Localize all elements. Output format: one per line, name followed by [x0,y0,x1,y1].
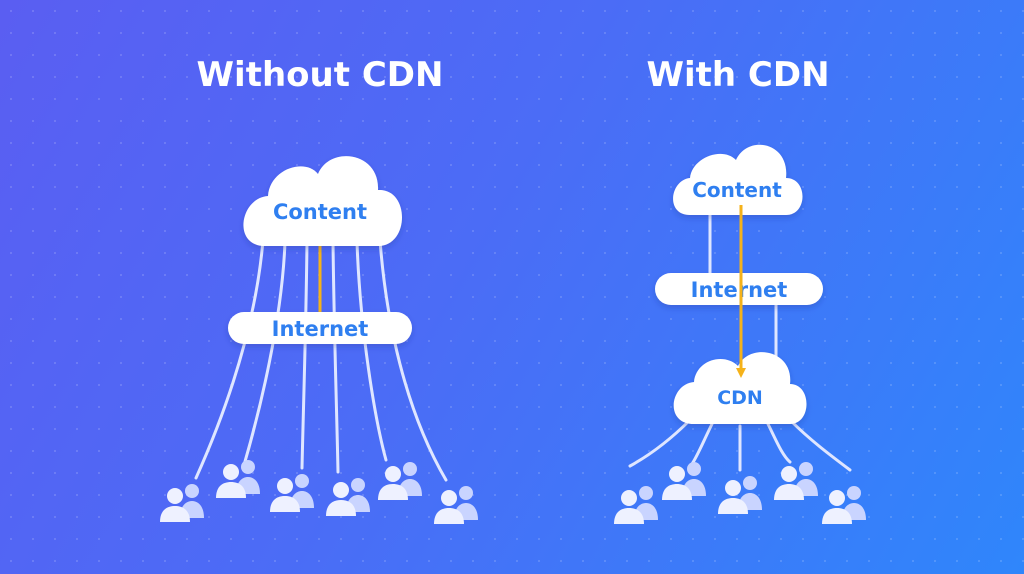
cdn-label: CDN [717,387,763,409]
user-group-icon [434,486,478,524]
without-cdn-title: Without CDN [197,55,444,95]
right-connection-lines [628,213,852,472]
user-group-icon [378,462,422,500]
right-content-label: Content [692,178,782,202]
user-group-icon [822,486,866,524]
user-group-icon [216,460,260,498]
right-data-arrow [736,205,746,378]
with-cdn-title: With CDN [646,55,829,95]
right-internet-label: Internet [691,278,788,302]
left-internet-bar [228,312,412,344]
left-content-cloud [243,156,402,246]
cdn-cloud [673,352,807,424]
user-group-icon [326,478,370,516]
right-content-cloud [673,144,803,215]
user-group-icon [718,476,762,514]
user-group-icon [160,484,204,522]
left-connection-lines [194,238,448,482]
left-user-groups [160,460,478,524]
user-group-icon [774,462,818,500]
user-group-icon [662,462,706,500]
right-internet-bar [655,273,823,305]
left-internet-label: Internet [272,317,369,341]
user-group-icon [270,474,314,512]
user-group-icon [614,486,658,524]
left-content-label: Content [273,200,367,224]
